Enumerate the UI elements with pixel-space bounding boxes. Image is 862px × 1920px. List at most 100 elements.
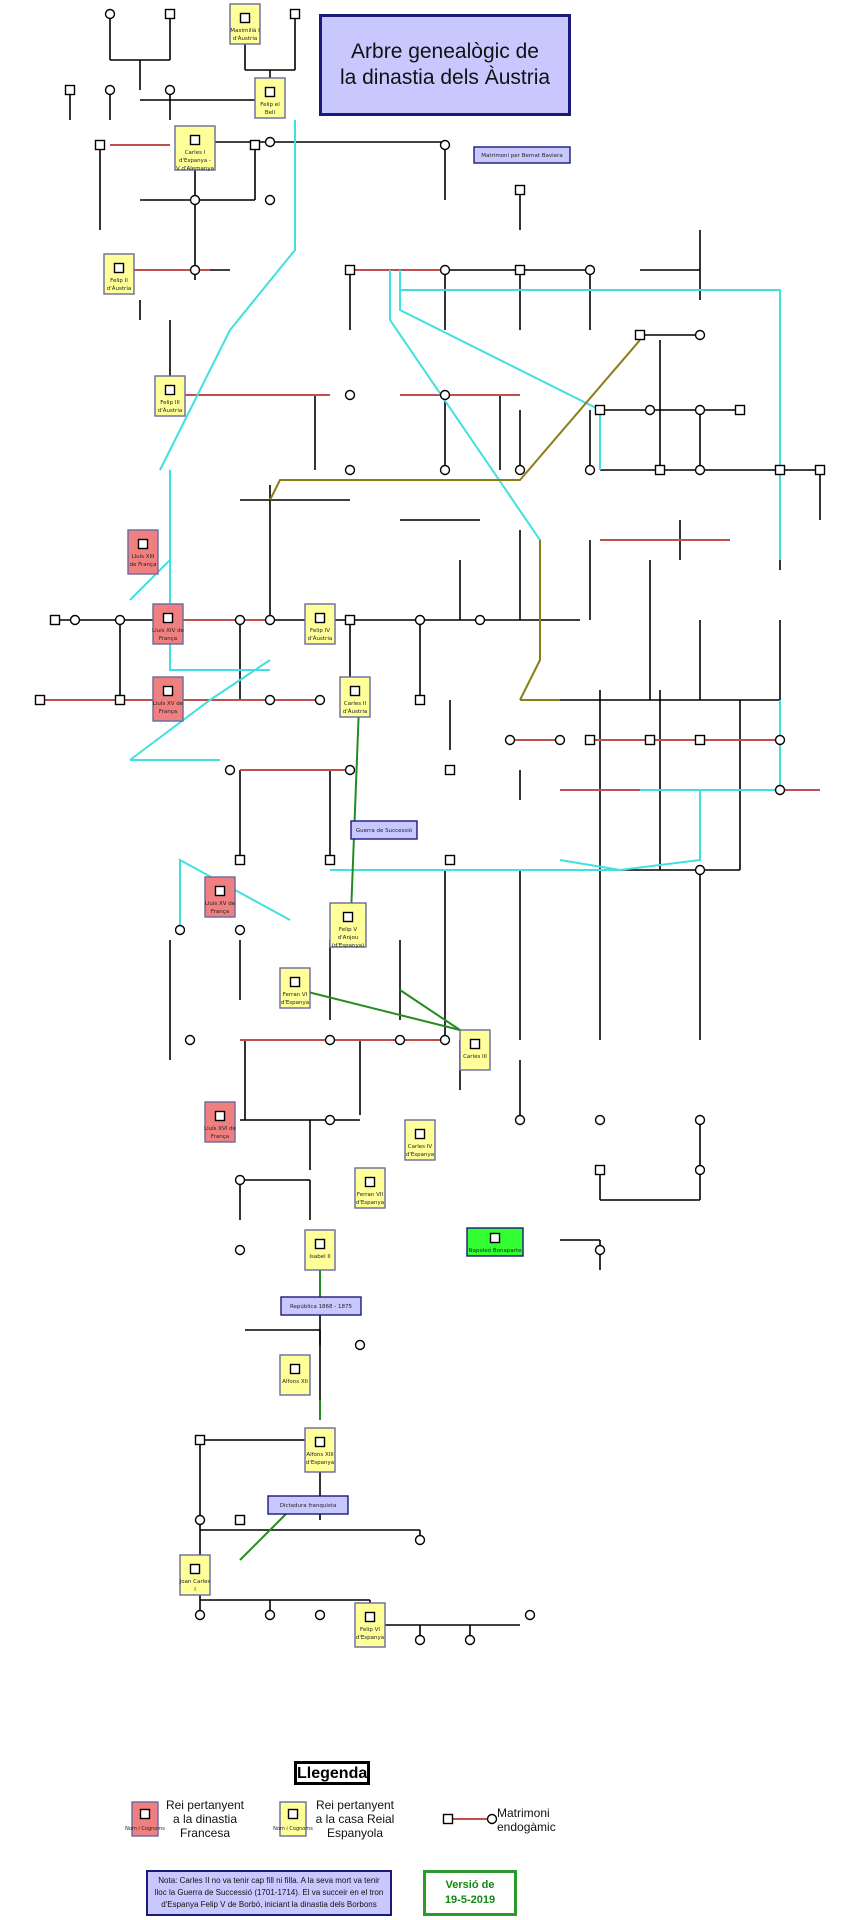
event-frame — [267, 1495, 349, 1515]
box-frame — [304, 603, 336, 645]
box-label: França — [211, 909, 229, 915]
box-label: França — [211, 1134, 229, 1140]
king-box-felip-vi: Felip VId'Espanya — [354, 1602, 386, 1648]
box-label: d'Espanya — [356, 1635, 384, 1641]
box-frame — [179, 1554, 211, 1596]
box-label: Felip el — [260, 102, 280, 108]
male-symbol-icon — [489, 1232, 501, 1244]
female-symbol-icon — [644, 404, 656, 416]
female-symbol-icon — [474, 614, 486, 626]
king-box-alfons-xii: Alfons XII — [279, 1354, 311, 1396]
box-label: França — [159, 636, 177, 642]
link-line — [559, 859, 621, 871]
box-label: Lluís XVI de — [204, 1125, 237, 1132]
event-baviera: Matrimoni per Bernat Baviera — [473, 146, 571, 164]
female-symbol-icon — [594, 1114, 606, 1126]
box-label: d'Àustria — [308, 635, 332, 642]
king-box-napoleo: Napoleó Bonaparte — [466, 1227, 524, 1257]
female-symbol-icon — [439, 264, 451, 276]
female-symbol-icon — [224, 764, 236, 776]
female-symbol-icon — [514, 464, 526, 476]
box-label: Felip V — [339, 927, 358, 933]
title-line-2: la dinastia dels Àustria — [339, 66, 551, 89]
link-line — [129, 659, 271, 761]
female-symbol-icon — [104, 84, 116, 96]
box-frame — [127, 529, 159, 575]
male-symbol-icon — [239, 12, 251, 24]
female-symbol-icon — [439, 389, 451, 401]
male-symbol-icon — [694, 734, 706, 746]
title-line-1: Arbre genealògic de — [351, 40, 539, 63]
box-label: Carles IV — [408, 1144, 433, 1150]
female-symbol-icon — [524, 1609, 536, 1621]
male-symbol-icon — [164, 384, 176, 396]
box-frame — [304, 1229, 336, 1271]
link-line — [299, 989, 461, 1031]
box-label: Lluís XV de — [205, 900, 236, 907]
male-symbol-icon — [249, 139, 261, 151]
female-symbol-icon — [264, 694, 276, 706]
event-frame — [280, 1296, 362, 1316]
male-symbol-icon — [584, 734, 596, 746]
female-symbol-icon — [234, 924, 246, 936]
legend-spanish-label: Rei pertanyent a la casa Reial Espanyola — [315, 1798, 395, 1840]
female-symbol-icon — [314, 1609, 326, 1621]
link-line — [169, 560, 270, 671]
female-symbol-icon — [504, 734, 516, 746]
box-label: (d'Espanya) — [332, 943, 365, 949]
box-label: d'Àustria — [158, 407, 182, 414]
box-label: d'Espanya — [281, 1000, 309, 1006]
female-symbol-icon — [514, 1114, 526, 1126]
male-symbol-icon — [49, 614, 61, 626]
male-symbol-icon — [234, 854, 246, 866]
event-dictadura: Dictadura franquista — [267, 1495, 349, 1515]
box-frame — [103, 253, 135, 295]
male-symbol-icon — [364, 1611, 376, 1623]
event-label: Dictadura franquista — [280, 1503, 337, 1509]
box-label: Ferran VI — [283, 992, 308, 998]
female-symbol-icon — [584, 464, 596, 476]
box-frame — [279, 967, 311, 1009]
box-label: V d'Alemanya — [176, 166, 214, 172]
female-symbol-icon — [164, 84, 176, 96]
male-symbol-icon — [314, 1436, 326, 1448]
female-symbol-icon — [174, 924, 186, 936]
box-label: I — [194, 1587, 196, 1593]
box-label: Lluís XV de — [153, 700, 184, 707]
male-symbol-icon — [289, 8, 301, 20]
male-symbol-icon — [162, 612, 174, 624]
female-symbol-icon — [694, 864, 706, 876]
female-symbol-icon — [264, 194, 276, 206]
king-box-felip-ii: Felip IId'Àustria — [103, 253, 135, 295]
box-label: d'Espanya — [356, 1200, 384, 1206]
diagram-title: Arbre genealògic de la dinastia dels Àus… — [319, 14, 571, 116]
male-symbol-icon — [314, 612, 326, 624]
box-frame — [459, 1029, 491, 1071]
male-symbol-icon — [94, 139, 106, 151]
female-symbol-icon — [234, 1174, 246, 1186]
female-symbol-icon — [194, 1609, 206, 1621]
female-symbol-icon — [194, 1514, 206, 1526]
king-box-isabel-ii: Isabel II — [304, 1229, 336, 1271]
male-symbol-icon — [344, 264, 356, 276]
box-label: Felip IV — [310, 628, 330, 634]
link-line — [159, 120, 296, 471]
female-symbol-icon — [414, 1534, 426, 1546]
female-symbol-icon — [324, 1114, 336, 1126]
female-symbol-icon — [414, 1634, 426, 1646]
king-box-carles-v: Carles Id'Espanya -V d'Alemanya — [174, 125, 216, 172]
female-symbol-icon — [439, 464, 451, 476]
box-frame — [404, 1119, 436, 1161]
male-symbol-icon — [594, 1164, 606, 1176]
male-symbol-icon — [644, 734, 656, 746]
female-symbol-icon — [324, 1034, 336, 1046]
box-frame — [204, 1101, 236, 1143]
box-frame — [229, 3, 261, 45]
box-frame — [152, 603, 184, 645]
link-line — [389, 270, 541, 640]
